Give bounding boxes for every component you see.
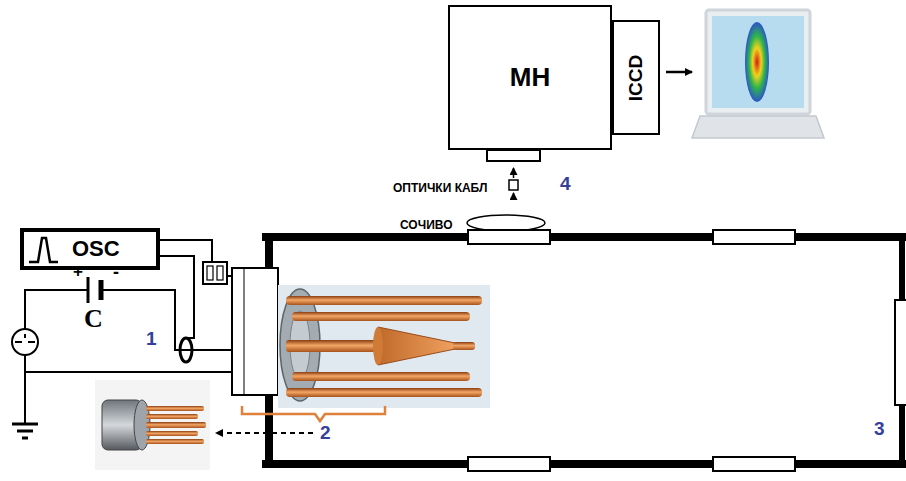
- label-holder: СОЧИВО: [400, 215, 452, 233]
- callout-number: 2: [320, 422, 331, 443]
- camera-box: ICCD: [612, 20, 660, 135]
- flange-line: [244, 268, 245, 395]
- fiber-port: [487, 150, 540, 161]
- callout-number: 1: [146, 328, 157, 349]
- box-label: OSC: [72, 236, 120, 262]
- spectrometer-box: МН: [448, 5, 612, 150]
- label-holder: 1: [146, 328, 157, 350]
- lens: [467, 215, 545, 231]
- polarity-sign: +: [73, 262, 83, 281]
- label-holder: 4: [560, 173, 571, 195]
- label-holder: C: [84, 304, 103, 334]
- component-name: C: [84, 304, 103, 333]
- pulse-icon: [29, 238, 58, 262]
- label-holder: 3: [874, 418, 885, 440]
- label-holder: +: [73, 262, 83, 282]
- vacuum-chamber: [262, 230, 906, 471]
- electrode-assembly: [278, 285, 490, 408]
- data-arrow: [666, 71, 692, 74]
- label-holder: -: [113, 262, 119, 283]
- oscilloscope-box: OSC: [20, 228, 160, 270]
- optical-cable-symbol: [509, 168, 518, 200]
- label-holder: 2: [320, 422, 331, 444]
- box-label: ICCD: [625, 54, 647, 100]
- box-label: МН: [510, 62, 550, 93]
- electrode-photo: [95, 380, 210, 470]
- label-holder: ОПТИЧКИ КАБЛ: [393, 178, 487, 196]
- polarity-sign: -: [113, 262, 119, 282]
- part-label: ОПТИЧКИ КАБЛ: [393, 181, 487, 195]
- part-bracket: [242, 406, 385, 421]
- callout-number: 3: [874, 418, 885, 439]
- flange: [232, 268, 278, 395]
- part-label: СОЧИВО: [400, 218, 452, 232]
- photo-pointer: [216, 432, 313, 434]
- callout-number: 4: [560, 173, 571, 194]
- laptop: [692, 10, 824, 138]
